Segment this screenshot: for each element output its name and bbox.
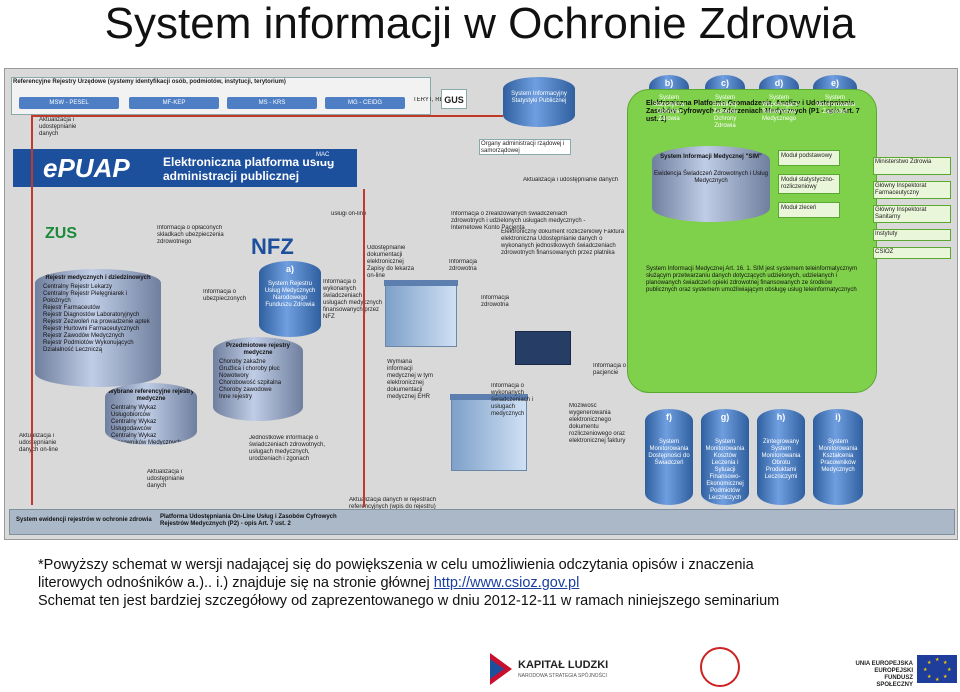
description-line-2-prefix: literowych odnośników a.).. i.) znajduje…: [38, 575, 434, 591]
subject-registers-list: Choroby zakaźne Gruźlica i choroby płuc …: [219, 359, 282, 400]
logos-footer: KAPITAŁ LUDZKI NARODOWA STRATEGIA SPÓJNO…: [0, 645, 960, 692]
register-mgceidg: MG - CEIDG: [325, 97, 405, 109]
register-mskrs: MS - KRS: [227, 97, 317, 109]
institutions-list: Ministerstwo Zdrowia Główny Inspektorat …: [873, 157, 953, 265]
performed-info-label: Informacja o wykonanych świadczeniach i …: [323, 279, 383, 320]
patient-info-label: Informacja o pacjencie: [593, 363, 627, 376]
register-teryt: TERYT, REGON: [413, 97, 458, 103]
subject-registers-cylinder: Przedmiotowe rejestry medyczne Choroby z…: [213, 337, 303, 421]
module-stats: Moduł statystyczno-rozliczeniowy: [778, 174, 840, 194]
updates-left2-label: Aktualizacja i udostępnianie danych on-l…: [19, 433, 59, 453]
arrow-mid-vertical: [363, 189, 365, 507]
kapital-ludzki-label: KAPITAŁ LUDZKI: [518, 659, 609, 671]
cylinder-f: f) System Monitorowania Dostępności do Ś…: [645, 409, 693, 505]
institution-mz: Ministerstwo Zdrowia: [873, 157, 951, 175]
p1-note: System Informacji Medycznej Art. 16. 1. …: [646, 266, 858, 293]
epuap-banner: ePUAP Elektroniczna platforma usług admi…: [13, 149, 357, 187]
arrow-left-vertical: [31, 115, 33, 505]
unit-info-label: Jednostkowe informacje o świadczeniach z…: [249, 435, 326, 462]
description-line-1: *Powyższy schemat w wersji nadającej się…: [38, 557, 754, 573]
performed-info2-label: Informacja o wykonanych świadczeniach i …: [491, 383, 534, 417]
description-text: *Powyższy schemat w wersji nadającej się…: [38, 556, 938, 610]
docs-access-label: Udostępnianie dokumentacji elektroniczne…: [367, 245, 415, 279]
footer-p2: Platforma Udostępniania On-Line Usług i …: [160, 514, 337, 527]
medical-registers-cylinder: Rejestr medycznych i dziedzinowych Centr…: [35, 269, 161, 387]
cylinder-i: i) System Monitorowania Kształcenia Prac…: [813, 409, 863, 505]
cylinder-g: g) System Monitorowania Kosztów Leczenia…: [701, 409, 749, 505]
gus-logo: GUS: [441, 89, 467, 109]
csioz-link[interactable]: http://www.csioz.gov.pl: [433, 575, 580, 591]
module-basic: Moduł podstawowy: [778, 150, 840, 166]
subject-registers-title: Przedmiotowe rejestry medyczne: [225, 343, 291, 356]
institution-instytuty: Instytuty: [873, 229, 951, 241]
p1-platform: Elektroniczna Platforma Gromadzenia, Ana…: [627, 89, 877, 393]
reimburse-label: Elektroniczny dokument rozliczeniowy Fak…: [501, 229, 625, 256]
eu-label: UNIA EUROPEJSKA EUROPEJSKI FUNDUSZ SPOŁE…: [855, 661, 913, 688]
services-info-label: Informacja o zrealizowanych świadczeniac…: [451, 211, 586, 231]
institution-csioz: CSIOZ: [873, 247, 951, 259]
zus-logo: ZUS: [45, 225, 77, 242]
footer-bar: System ewidencji rejestrów w ochronie zd…: [9, 509, 955, 535]
updates-left-label: Aktualizacja i udostępnianie danych: [39, 117, 77, 137]
page-title: System informacji w Ochronie Zdrowia: [104, 0, 856, 48]
updates-bottom-label: Aktualizacja i udostępnianie danych: [147, 469, 185, 489]
reference-medical-title: Wybrane referencyjne rejestry medyczne: [108, 389, 194, 402]
reference-medical-list: Centralny Wykaz Usługobiorców Centralny …: [111, 405, 182, 445]
hospital-building-top: [384, 280, 458, 347]
kapital-ludzki-icon: [490, 653, 512, 685]
laptop-illustration: [515, 331, 571, 365]
health-info-label: Informacja zdrowotna: [449, 259, 478, 272]
system-diagram: Referencyjne Rejestry Urzędowe (systemy …: [4, 68, 958, 540]
p1-title: Elektroniczna Platforma Gromadzenia, Ana…: [646, 100, 860, 123]
cylinder-h: h) Zintegrowany System Monitorowania Obr…: [757, 409, 805, 505]
contributions-label: Informacja o opłaconych składkach ubezpi…: [157, 225, 224, 245]
sim-cylinder: System Informacji Medycznej "SIM" Ewiden…: [652, 146, 770, 222]
epuap-subtitle: Elektroniczna platforma usług administra…: [163, 155, 335, 183]
reference-medical-cylinder: Wybrane referencyjne rejestry medyczne C…: [105, 383, 197, 445]
cylinder-a: a) System Rejestru Usług Medycznych Naro…: [259, 261, 321, 337]
reference-registers-bar: Referencyjne Rejestry Urzędowe (systemy …: [11, 77, 431, 115]
online-services-label: usługi on-line: [331, 211, 367, 217]
kapital-ludzki-sub: NARODOWA STRATEGIA SPÓJNOŚCI: [518, 673, 607, 679]
health-info2-label: Informacja zdrowotna: [481, 295, 510, 308]
mac-label: MAC: [315, 151, 335, 161]
register-mfkep: MF-KEP: [129, 97, 219, 109]
possibility-label: Możliwość wygenerowania elektronicznego …: [569, 403, 626, 444]
public-statistics-label: System Informacyjny Statystyki Publiczne…: [511, 91, 567, 104]
exchange-label: Wymiana informacji medycznej w tym elekt…: [387, 359, 434, 400]
footer-left: System ewidencji rejestrów w ochronie zd…: [16, 517, 152, 523]
reference-registers-label: Referencyjne Rejestry Urzędowe (systemy …: [13, 79, 286, 85]
institution-gis: Główny Inspektorat Sanitarny: [873, 205, 951, 223]
description-line-3: Schemat ten jest bardziej szczegółowy od…: [38, 593, 780, 609]
epuap-logo: ePUAP: [43, 153, 130, 183]
hospital-building-bottom: [450, 394, 528, 471]
nfz-logo: NFZ: [251, 235, 294, 259]
medical-registers-title: Rejestr medycznych i dziedzinowych: [45, 275, 151, 281]
eu-flag-icon: ★ ★ ★ ★ ★ ★ ★ ★: [917, 655, 957, 683]
description-line-2: literowych odnośników a.).. i.) znajduje…: [38, 574, 938, 592]
institution-gif: Główny Inspektorat Farmaceutyczny: [873, 181, 951, 199]
updates-mid-label: Aktualizacja i udostępnianie danych: [523, 177, 619, 183]
medical-registers-list: Centralny Rejestr Lekarzy Centralny Reje…: [43, 284, 150, 353]
updates-registry-label: Aktualizacja danych w rejestrach referen…: [349, 497, 437, 510]
arrow-top-horizontal: [33, 115, 503, 117]
gov-admin-box: Organy administracji rządowej i samorząd…: [479, 139, 571, 155]
register-mswpesel: MSW - PESEL: [19, 97, 119, 109]
insured-info-label: Informacja o ubezpieczonych: [203, 289, 247, 302]
wit-emblem-icon: [700, 647, 740, 687]
module-orders: Moduł zleceń: [778, 202, 840, 218]
public-statistics-cylinder: System Informacyjny Statystyki Publiczne…: [503, 77, 575, 127]
